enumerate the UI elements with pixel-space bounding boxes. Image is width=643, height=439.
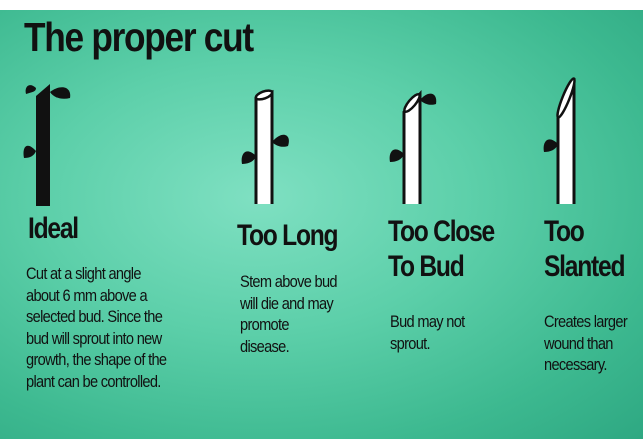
ideal-cut-stem-icon [20, 76, 80, 206]
too-long-description: Stem above bud will die and may promote … [240, 271, 337, 357]
too-slanted-stem-icon [536, 74, 596, 204]
too-slanted-heading: Too Slanted [544, 214, 624, 284]
ideal-description: Cut at a slight angle about 6 mm above a… [26, 263, 166, 392]
too-close-stem-icon [384, 84, 444, 204]
too-long-heading: Too Long [237, 218, 337, 253]
too-long-stem-icon [236, 84, 296, 204]
too-close-heading: Too Close To Bud [388, 214, 494, 284]
diagram-title: The proper cut [24, 14, 253, 61]
top-border [0, 0, 643, 10]
too-slanted-description: Creates larger wound than necessary. [544, 311, 627, 376]
too-close-description: Bud may not sprout. [390, 311, 465, 354]
ideal-heading: Ideal [28, 211, 78, 246]
